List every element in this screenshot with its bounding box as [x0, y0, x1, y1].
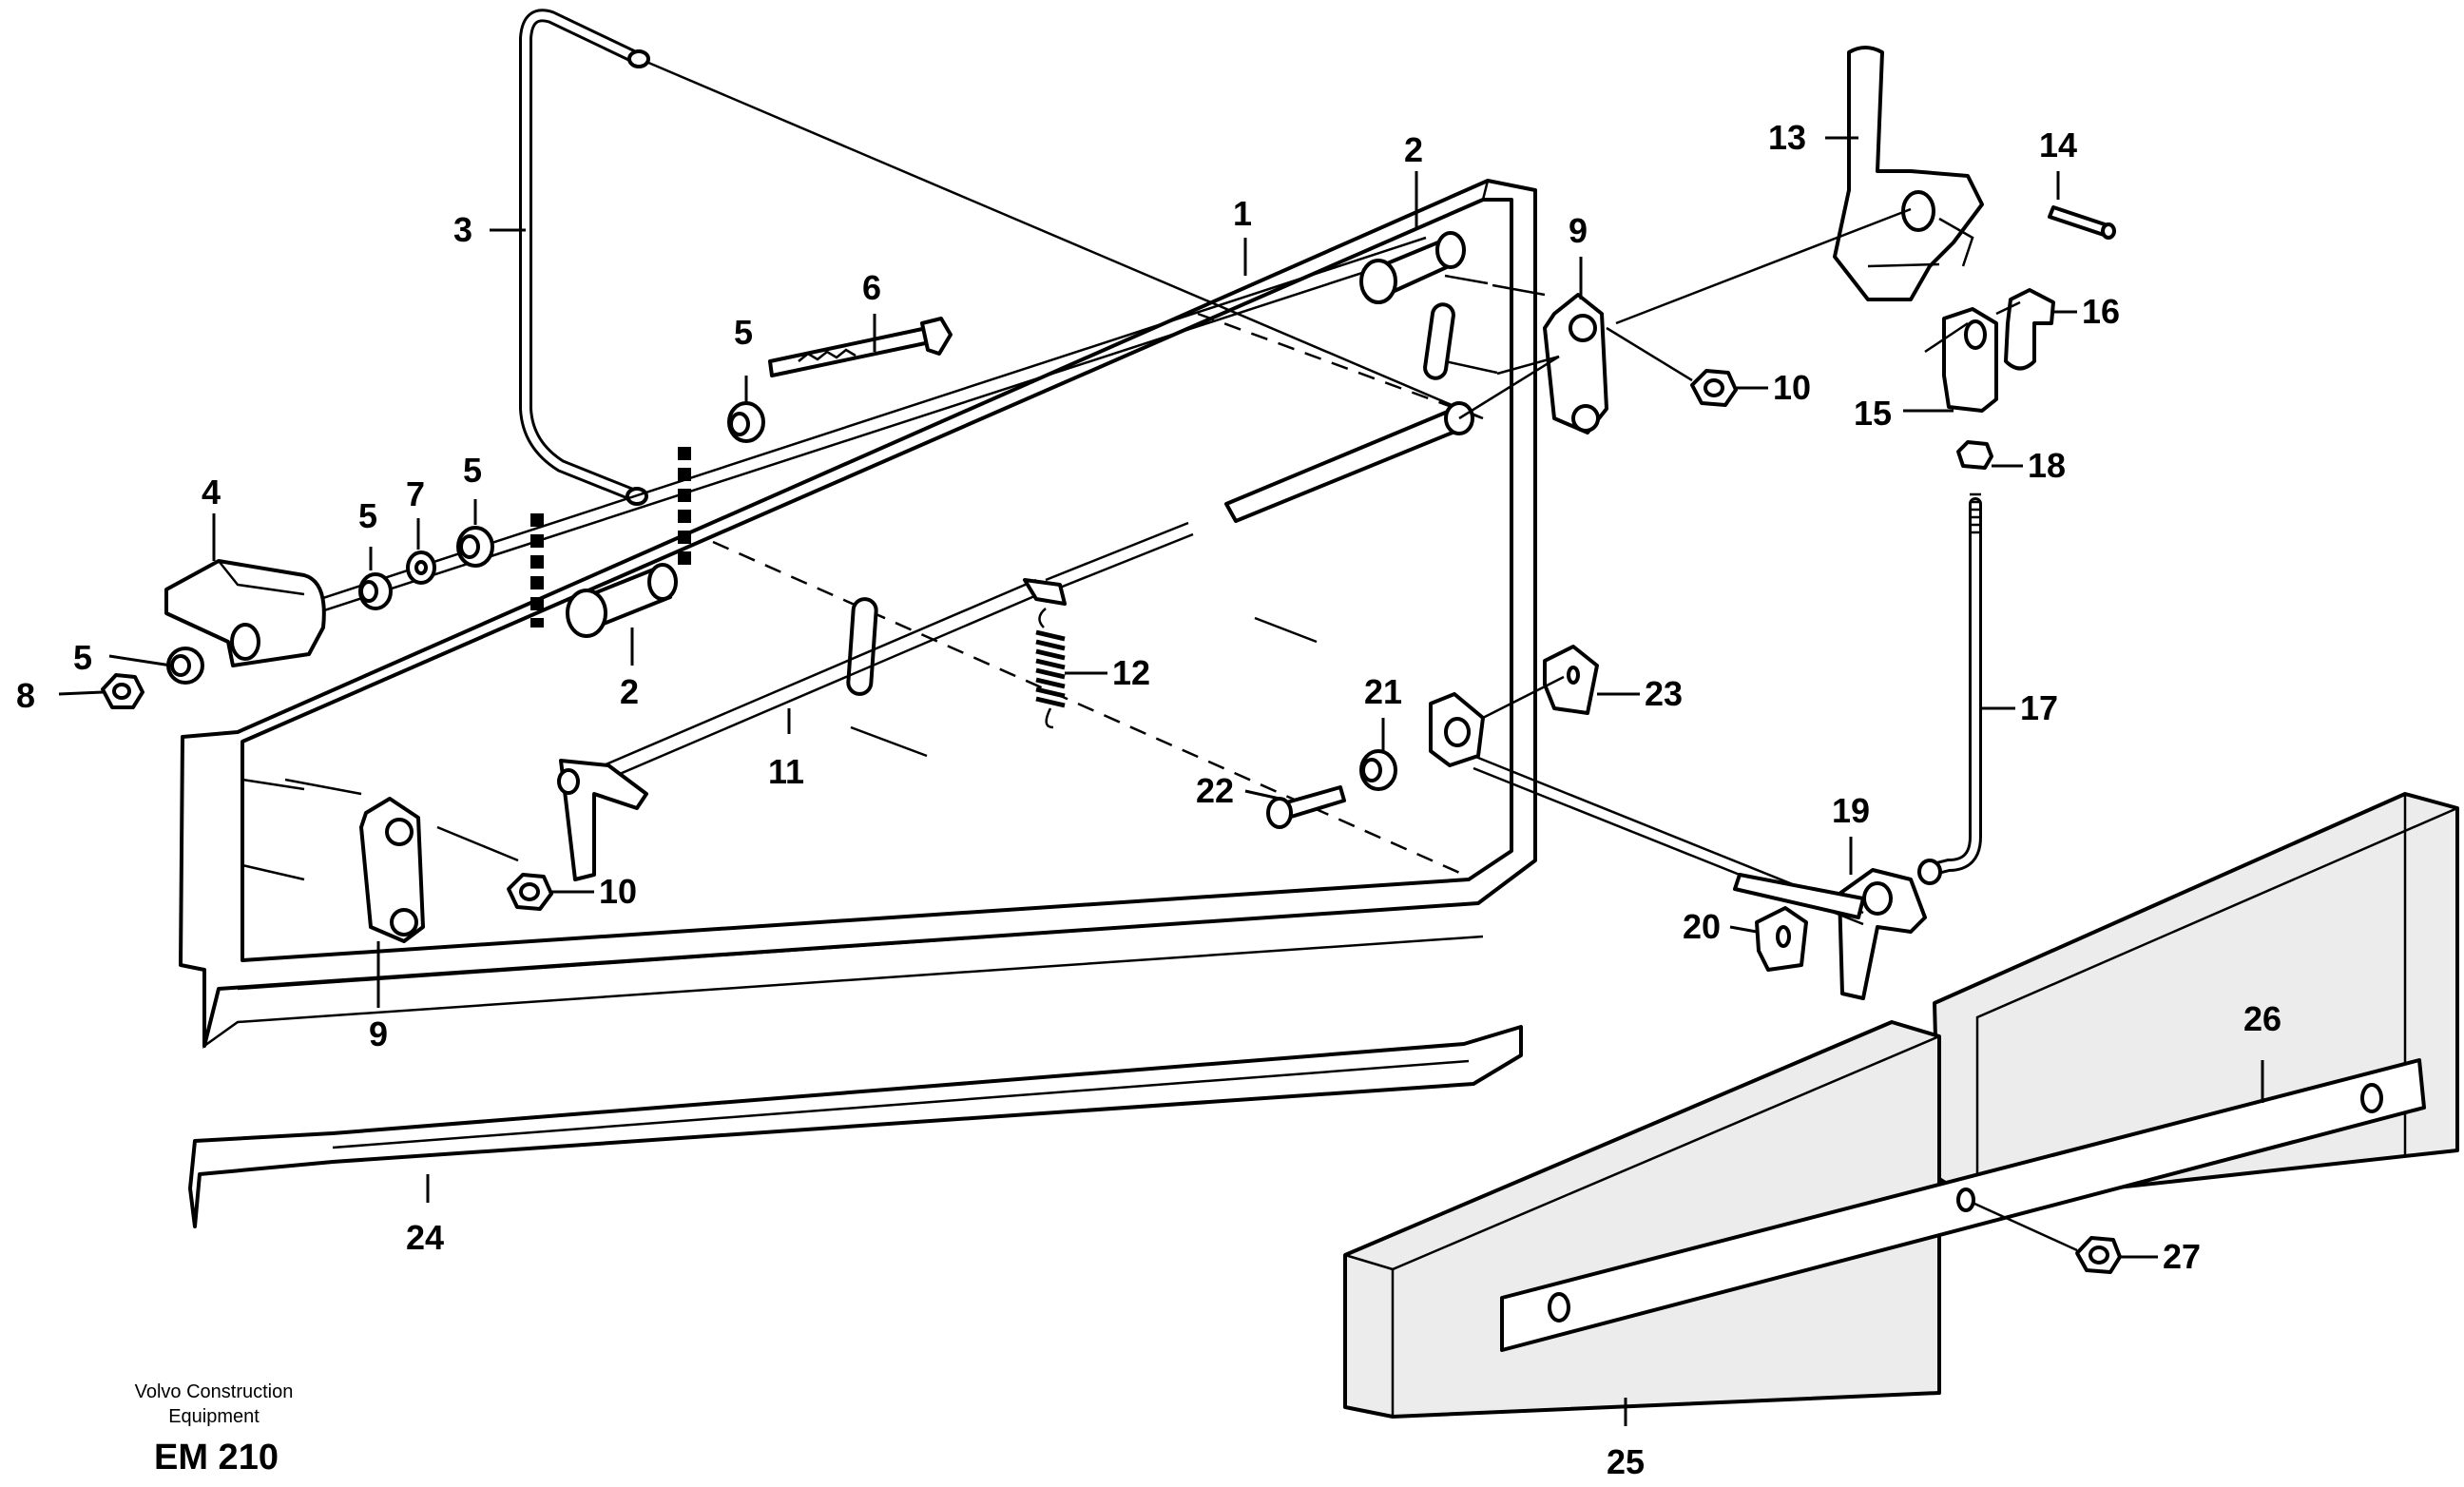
company-name-line1: Volvo Construction: [135, 1381, 294, 1402]
callout-2: 2: [1404, 130, 1423, 169]
callout-20: 20: [1683, 907, 1721, 946]
callout-13: 13: [1768, 118, 1806, 157]
flange-nut: [1972, 1201, 2122, 1274]
rod-bracket-right: [1023, 578, 1067, 606]
figure-code: EM 210: [154, 1438, 279, 1477]
footer: Volvo Construction Equipment EM 210: [135, 1381, 294, 1477]
clamp-upper: [1492, 283, 1608, 435]
callout-25: 25: [1607, 1442, 1645, 1481]
callout-5: 5: [73, 638, 92, 677]
bushing: [1359, 749, 1397, 791]
hinge-bracket: [164, 559, 326, 667]
hinge-sleeve-lower: [566, 563, 678, 638]
callout-19: 19: [1832, 791, 1870, 830]
callout-10: 10: [599, 872, 637, 911]
trim-strip: [188, 1025, 1523, 1228]
latch-lever: [1615, 46, 1984, 325]
rod-bracket-left: [557, 759, 648, 881]
bushing: [456, 526, 494, 568]
washer: [406, 550, 436, 585]
bushing: [727, 401, 765, 443]
spring-clip: [1995, 288, 2055, 371]
bushing: [166, 647, 204, 685]
hinge-sleeve-upper: [1359, 231, 1466, 304]
clevis: [1924, 307, 1998, 413]
callout-15: 15: [1854, 394, 1892, 433]
callout-12: 12: [1112, 653, 1150, 692]
callout-8: 8: [16, 676, 35, 715]
spring: [1035, 608, 1066, 729]
callout-24: 24: [406, 1218, 444, 1257]
callout-4: 4: [202, 473, 221, 512]
callout-5: 5: [358, 496, 377, 535]
latch-link: [1473, 754, 1865, 926]
callout-9: 9: [1569, 211, 1588, 250]
stud: [241, 274, 1498, 881]
axis-line: [1197, 312, 1484, 420]
callouts: 1 2 2 3 4 5 5 5 5 6 7 8 9 9 10 10 11 12 …: [16, 118, 2281, 1481]
axis-line: [712, 540, 1465, 877]
callout-10: 10: [1773, 368, 1811, 407]
side-cover-front: [1343, 1020, 1941, 1419]
catch-plate: [1755, 906, 1808, 972]
callout-5: 5: [734, 313, 753, 352]
pivot-plate: [1429, 692, 1485, 767]
callout-17: 17: [2020, 688, 2058, 727]
callout-5: 5: [463, 451, 482, 490]
flange-nut: [101, 673, 144, 709]
bushing: [358, 572, 393, 610]
hex-nut: [1956, 440, 1993, 470]
callout-14: 14: [2039, 126, 2077, 164]
callout-26: 26: [2243, 999, 2281, 1038]
slot: [846, 302, 1455, 696]
pin: [2048, 205, 2116, 240]
flange-nut: [507, 873, 553, 911]
cover-strip: [1500, 1058, 2426, 1352]
callout-7: 7: [406, 474, 425, 513]
hinge-post: [530, 447, 691, 628]
linkage-rod: [569, 355, 1560, 793]
flange-nut: [1606, 326, 1738, 407]
callout-21: 21: [1364, 672, 1402, 711]
callout-27: 27: [2163, 1237, 2201, 1276]
callout-1: 1: [1233, 194, 1252, 233]
callout-6: 6: [862, 268, 881, 307]
callout-3: 3: [453, 210, 472, 249]
clamp-lower: [284, 778, 425, 943]
callout-18: 18: [2028, 446, 2066, 485]
angle-plate: [1473, 645, 1599, 724]
callout-16: 16: [2082, 292, 2120, 331]
long-bolt: [768, 317, 953, 377]
callout-11: 11: [768, 752, 804, 791]
callout-22: 22: [1196, 771, 1234, 810]
callout-23: 23: [1645, 674, 1683, 713]
callout-2: 2: [620, 672, 639, 711]
latch-bracket: [1838, 868, 1927, 1000]
callout-9: 9: [369, 1014, 388, 1053]
company-name-line2: Equipment: [168, 1406, 260, 1427]
leader-lines: [58, 136, 2264, 1426]
latch-rod: [1917, 492, 1982, 885]
